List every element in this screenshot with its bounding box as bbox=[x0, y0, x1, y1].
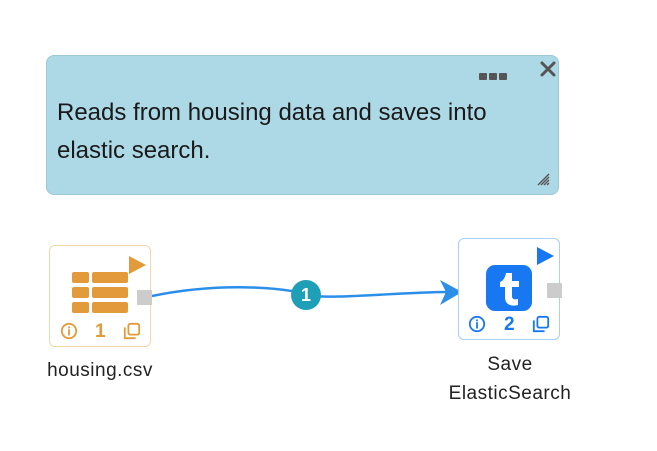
node-label-housing-csv: housing.csv bbox=[47, 360, 153, 381]
node-label-line: ElasticSearch bbox=[448, 383, 572, 404]
info-icon[interactable] bbox=[60, 322, 78, 340]
node-label-save-elasticsearch: Save ElasticSearch bbox=[430, 350, 590, 408]
node-housing-csv[interactable]: 1 bbox=[49, 245, 151, 347]
copy-icon[interactable] bbox=[532, 315, 550, 333]
node-count: 2 bbox=[504, 314, 515, 335]
resize-handle-icon[interactable] bbox=[536, 172, 550, 186]
annotation-note[interactable]: Reads from housing data and saves into e… bbox=[46, 55, 559, 195]
tumblr-logo-icon bbox=[486, 265, 532, 311]
node-label-line: Save bbox=[487, 354, 533, 375]
play-icon[interactable] bbox=[127, 254, 147, 276]
play-icon[interactable] bbox=[535, 245, 555, 267]
info-icon[interactable] bbox=[468, 315, 486, 333]
output-port[interactable] bbox=[137, 290, 152, 305]
close-icon[interactable] bbox=[539, 60, 557, 78]
note-text[interactable]: Reads from housing data and saves into e… bbox=[57, 99, 487, 164]
edge-count-badge[interactable]: 1 bbox=[291, 280, 321, 310]
more-options-icon[interactable] bbox=[479, 67, 511, 80]
node-count: 1 bbox=[95, 321, 106, 342]
output-port[interactable] bbox=[547, 283, 562, 298]
node-save-elasticsearch[interactable]: 2 bbox=[458, 238, 560, 340]
table-icon bbox=[72, 272, 128, 313]
copy-icon[interactable] bbox=[123, 322, 141, 340]
